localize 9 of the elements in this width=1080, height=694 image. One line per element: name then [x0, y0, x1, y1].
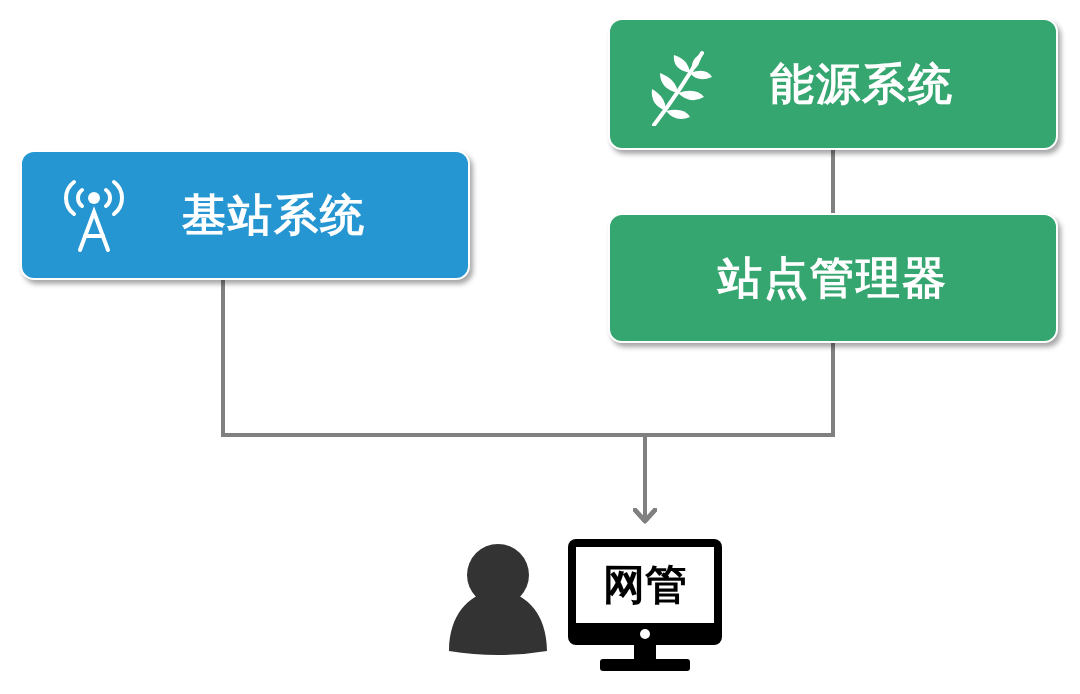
process-box [608, 18, 1058, 150]
box-label: 站点管理器 [718, 250, 948, 305]
connector-line [831, 150, 835, 213]
box-label: 能源系统 [770, 56, 954, 111]
box-label: 基站系统 [182, 187, 366, 242]
process-box [608, 213, 1058, 343]
process-box [20, 150, 470, 280]
arrow [632, 343, 835, 524]
screen-label: 网管 [602, 559, 688, 611]
